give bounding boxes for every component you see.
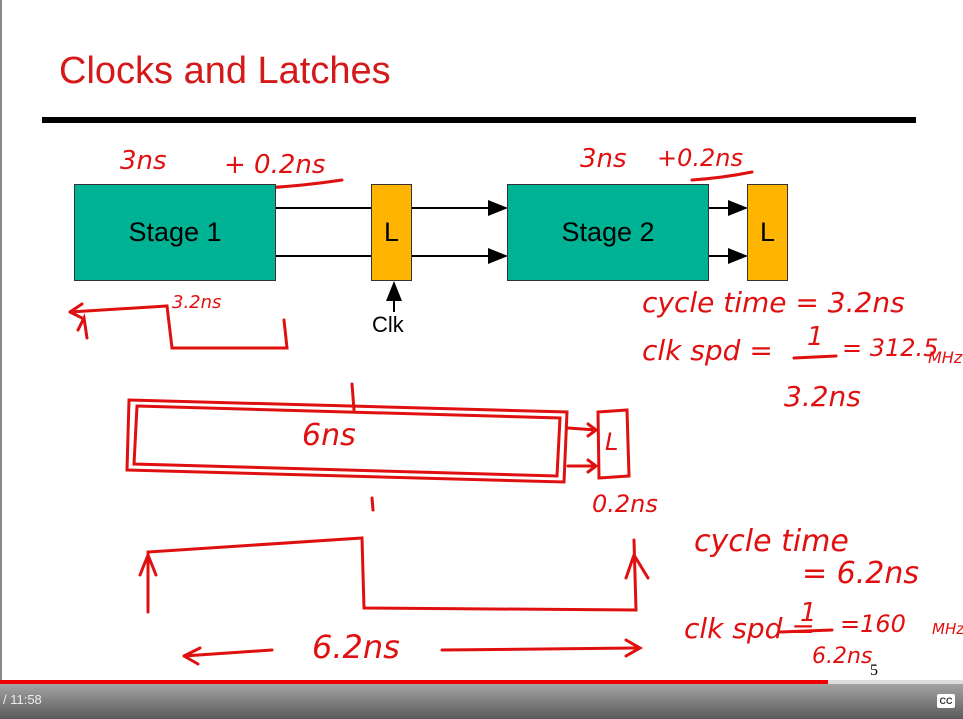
clk-speed-1-denominator: 3.2ns — [784, 380, 861, 413]
slide-title: Clocks and Latches — [59, 50, 391, 92]
progress-bar[interactable] — [0, 680, 963, 684]
latch1-delay-note: + 0.2ns — [224, 150, 326, 180]
stage-2-block: Stage 2 — [507, 184, 709, 281]
video-controls — [0, 682, 963, 719]
big-latch-delay: 0.2ns — [592, 490, 658, 518]
clk-speed-2-numerator: 1 — [800, 598, 817, 628]
page-number: 5 — [870, 662, 878, 679]
stage1-delay-note: 3ns — [120, 146, 167, 176]
stage-1-block: Stage 1 — [74, 184, 276, 281]
cycle-time-1: cycle time = 3.2ns — [642, 286, 905, 319]
slide: Clocks and Latches Stage 1 L Stage 2 L — [0, 0, 963, 682]
diagram-arrows — [68, 170, 838, 666]
duration: / 11:58 — [3, 692, 42, 707]
big-latch-label: L — [605, 428, 619, 456]
big-stage-box — [125, 398, 569, 484]
clk-label: Clk — [372, 312, 404, 337]
big-latch-box — [596, 408, 631, 480]
span1-note: 3.2ns — [172, 292, 222, 313]
clk-speed-2-unit: MHz — [932, 620, 963, 638]
progress-fill — [0, 680, 829, 684]
cycle-waveform — [146, 536, 638, 614]
clk-speed-1-value: = 312.5 — [842, 334, 939, 362]
title-divider — [42, 117, 916, 123]
clk-speed-2-label: clk spd = — [684, 612, 815, 645]
captions-button[interactable]: CC — [937, 694, 955, 708]
span-arrow — [68, 304, 289, 350]
cycle-time-2-value: = 6.2ns — [802, 556, 920, 591]
span2-arrow — [182, 638, 644, 666]
latch-2: L — [747, 184, 788, 281]
span2-note: 6.2ns — [312, 628, 400, 666]
clk-speed-2-denominator: 6.2ns — [812, 644, 873, 669]
clk-speed-1-label: clk spd = — [642, 334, 773, 367]
clk-speed-2-value: =160 — [840, 610, 906, 638]
big-stage-delay: 6ns — [302, 418, 356, 453]
cycle-time-2-label: cycle time — [694, 524, 849, 559]
clk-speed-1-unit: MHz — [928, 348, 963, 367]
latch2-delay-note: +0.2ns — [657, 144, 743, 172]
underline — [690, 170, 754, 182]
latch-1: L — [371, 184, 412, 281]
clk-speed-1-numerator: 1 — [807, 322, 824, 352]
stage2-delay-note: 3ns — [580, 144, 627, 174]
